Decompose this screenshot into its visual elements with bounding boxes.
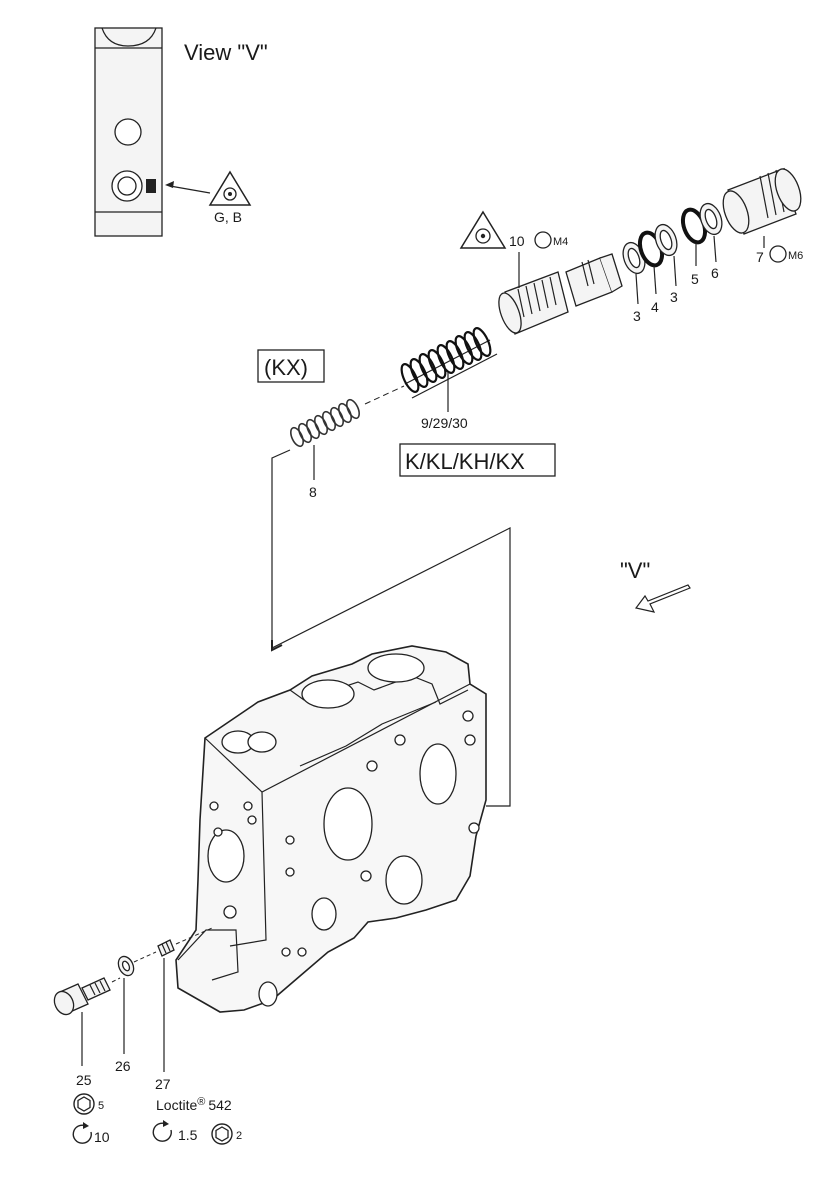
label-part-25: 25 (76, 1072, 92, 1088)
view-v-symbol-label: G, B (214, 209, 242, 225)
label-part-10: 10 (509, 233, 525, 249)
label-part-7: 7 (756, 249, 764, 265)
part-6-ring (699, 202, 723, 236)
label-part-10-torque: M4 (553, 236, 568, 248)
label-part-9-29-30: 9/29/30 (421, 415, 468, 431)
label-part-6: 6 (711, 265, 719, 281)
part-10-spring-cap (498, 253, 623, 335)
view-v-marking (146, 179, 156, 193)
label-part-27-wrench: 2 (236, 1130, 242, 1142)
label-part-7-torque: M6 (788, 250, 803, 262)
label-part-25-torque: 10 (94, 1129, 110, 1145)
label-part-5: 5 (691, 271, 699, 287)
part-27-set-screw (157, 939, 175, 957)
assembly-guide-lines (271, 449, 511, 807)
hex-wrench-icon (211, 1123, 233, 1145)
torque-icon (72, 1122, 92, 1144)
label-part-3b: 3 (670, 289, 678, 305)
part-3-ring-b (654, 223, 678, 257)
triangle-warning-icon (208, 170, 252, 206)
torque-icon (769, 245, 787, 263)
label-part-27-torque: 1.5 (178, 1127, 198, 1143)
loctite-label: Loctite®542 (156, 1096, 232, 1113)
label-part-8: 8 (309, 484, 317, 500)
part-26-washer (117, 955, 135, 977)
label-part-4: 4 (651, 299, 659, 315)
label-part-3a: 3 (633, 308, 641, 324)
valve-housing (175, 645, 487, 1013)
direction-v-label: "V" (620, 558, 650, 583)
part-7-end-cap (722, 167, 802, 235)
part-25-cap-screw (53, 977, 111, 1016)
torque-icon (152, 1120, 172, 1142)
label-part-27: 27 (155, 1076, 171, 1092)
label-part-26: 26 (115, 1058, 131, 1074)
label-part-25-wrench: 5 (98, 1100, 104, 1112)
direction-arrow-icon (634, 584, 691, 613)
view-v-port (114, 118, 142, 146)
triangle-warning-icon (459, 210, 507, 249)
view-v-inset: View "V" G, B (94, 27, 268, 237)
view-v-title: View "V" (184, 40, 268, 65)
variants-box: K/KL/KH/KX (399, 443, 556, 477)
torque-icon (534, 231, 552, 249)
kx-label: (KX) (264, 355, 308, 380)
kx-box: (KX) (257, 349, 325, 383)
part-9-main-spring (400, 327, 498, 399)
part-8-inner-spring (290, 398, 360, 448)
hex-wrench-icon (73, 1093, 95, 1115)
variants-label: K/KL/KH/KX (405, 449, 525, 474)
